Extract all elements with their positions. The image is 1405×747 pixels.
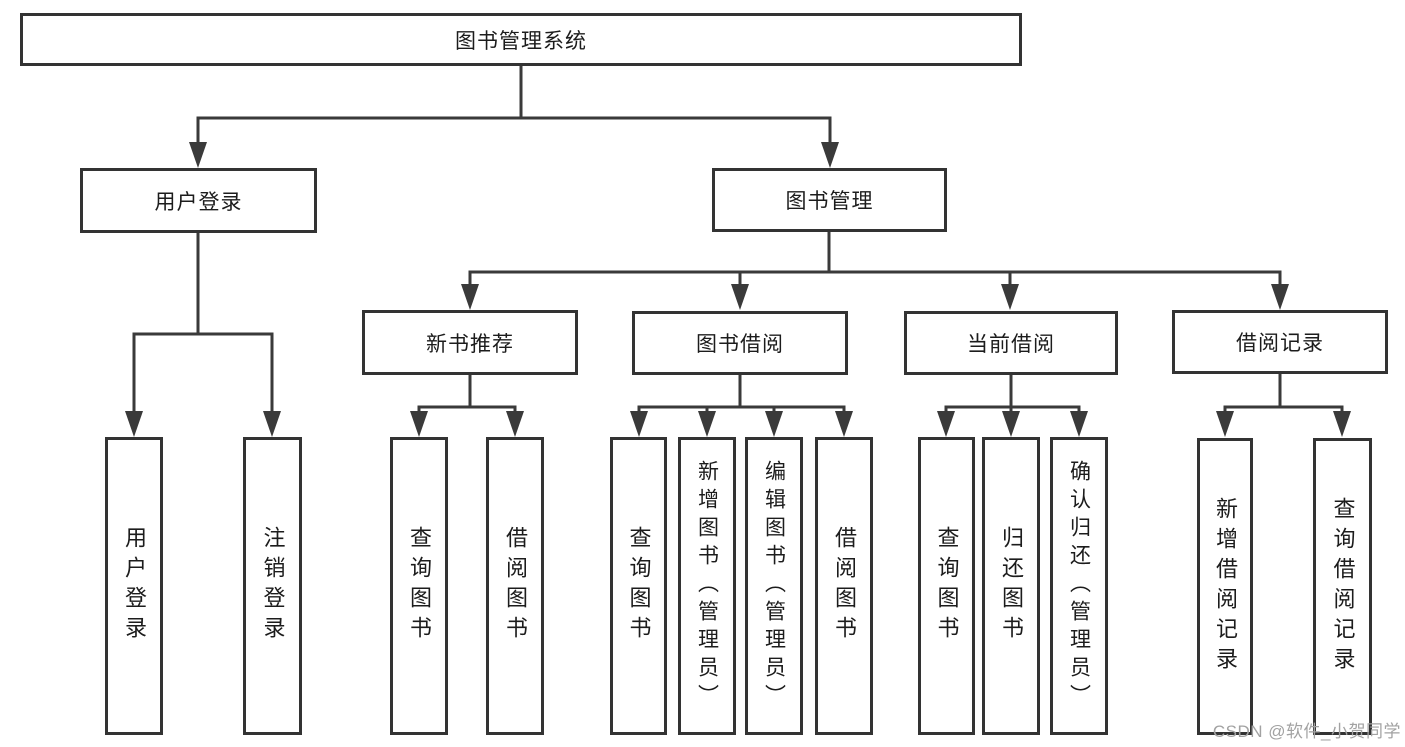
node-user-login: 用户登录 xyxy=(80,168,317,233)
leaf-current-query-book: 查询图书 xyxy=(918,437,975,735)
leaf-user-login: 用户登录 xyxy=(105,437,163,735)
leaf-logout: 注销登录 xyxy=(243,437,302,735)
leaf-borrow-add-book-admin: 新增图书（管理员） xyxy=(678,437,736,735)
connector-newbook-to-leaves xyxy=(410,374,524,437)
leaf-newbook-query-book: 查询图书 xyxy=(390,437,448,735)
leaf-records-add-record: 新增借阅记录 xyxy=(1197,438,1253,735)
leaf-borrow-edit-book-admin: 编辑图书（管理员） xyxy=(745,437,803,735)
node-book-borrowing: 图书借阅 xyxy=(632,311,848,375)
leaf-newbook-borrow-book: 借阅图书 xyxy=(486,437,544,735)
leaf-borrow-borrow-book: 借阅图书 xyxy=(815,437,873,735)
connector-currentborrow-to-leaves xyxy=(937,375,1088,437)
connector-root-to-level2 xyxy=(189,66,839,168)
node-book-management: 图书管理 xyxy=(712,168,947,232)
connector-bookborrow-to-leaves xyxy=(630,375,853,437)
node-new-book-recommendation: 新书推荐 xyxy=(362,310,578,375)
leaf-borrow-query-book: 查询图书 xyxy=(610,437,667,735)
watermark: CSDN @软件_小贺同学 xyxy=(1212,722,1401,741)
leaf-current-confirm-return-admin: 确认归还（管理员） xyxy=(1050,437,1108,735)
leaf-records-query-record: 查询借阅记录 xyxy=(1313,438,1372,735)
connector-userlogin-to-leaves xyxy=(125,233,281,437)
connector-records-to-leaves xyxy=(1216,373,1351,437)
connector-bookmgmt-to-level3 xyxy=(461,232,1289,310)
node-current-borrowing: 当前借阅 xyxy=(904,311,1118,375)
leaf-current-return-book: 归还图书 xyxy=(982,437,1040,735)
node-root-library-system: 图书管理系统 xyxy=(20,13,1022,66)
node-borrowing-records: 借阅记录 xyxy=(1172,310,1388,374)
